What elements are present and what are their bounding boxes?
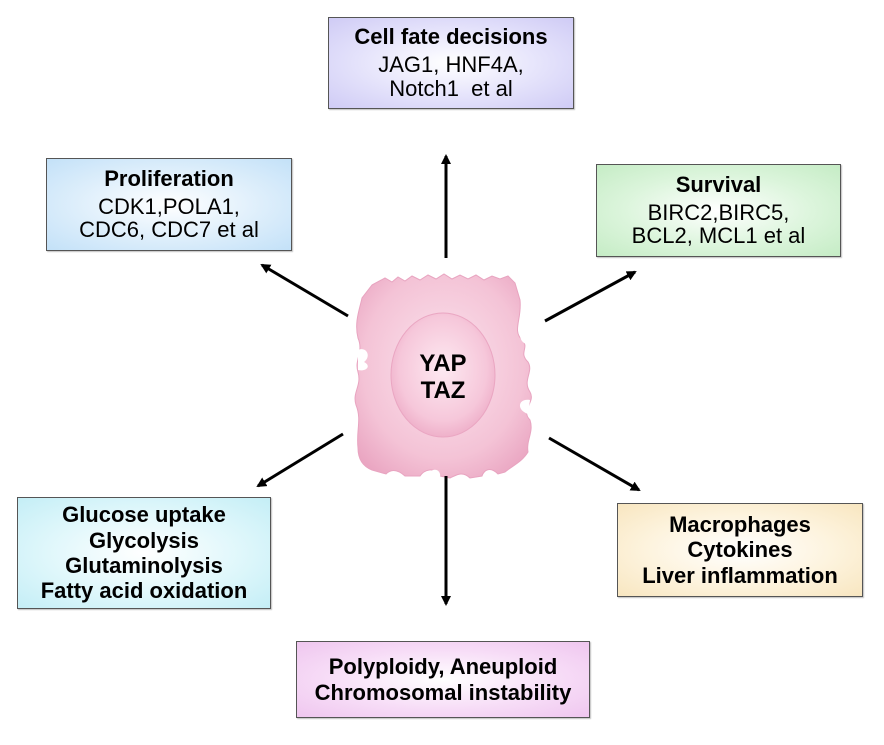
metabolism-line: Glucose uptake: [62, 502, 226, 528]
proliferation-genes-line: CDC6, CDC7 et al: [79, 217, 259, 243]
ploidy-line: Polyploidy, Aneuploid: [328, 654, 558, 680]
survival-genes: BIRC2,BIRC5, BCL2, MCL1 et al: [631, 199, 806, 249]
cell-notch: [358, 349, 368, 371]
cell-notch: [426, 469, 441, 478]
metabolism-box: Glucose uptake Glycolysis Glutaminolysis…: [17, 497, 271, 609]
ploidy-line: Chromosomal instability: [314, 679, 572, 705]
cell-fate-title: Cell fate decisions: [354, 24, 548, 50]
cell-fate-genes-line: JAG1, HNF4A,: [378, 52, 524, 78]
cell-notch: [519, 399, 530, 414]
proliferation-genes: CDK1,POLA1, CDC6, CDC7 et al: [79, 193, 259, 243]
survival-box: Survival BIRC2,BIRC5, BCL2, MCL1 et al: [596, 164, 841, 257]
inflammation-line: Macrophages: [669, 512, 811, 538]
yap-label: YAP: [419, 350, 467, 377]
metabolism-line: Glutaminolysis: [65, 553, 223, 578]
proliferation-genes-line: CDK1,POLA1,: [98, 193, 240, 219]
survival-genes-line: BIRC2,BIRC5,: [647, 199, 790, 225]
yap-taz-label: YAP TAZ: [399, 350, 487, 405]
survival-genes-line: BCL2, MCL1 et al: [631, 223, 806, 249]
arrow-to-proliferation: [260, 263, 349, 318]
arrow-to-inflammation: [548, 436, 641, 492]
arrow-to-metabolism: [256, 432, 344, 488]
cell-fate-genes: JAG1, HNF4A, Notch1 et al: [378, 53, 523, 101]
metabolism-line: Fatty acid oxidation: [40, 578, 248, 604]
inflammation-box: Macrophages Cytokines Liver inflammation: [617, 503, 863, 597]
metabolism-line: Glycolysis: [88, 527, 200, 553]
survival-title: Survival: [675, 171, 762, 197]
cell-notch: [520, 329, 530, 344]
cell-fate-genes-line: Notch1 et al: [389, 75, 513, 101]
nucleus: [390, 312, 496, 438]
proliferation-box: Proliferation CDK1,POLA1, CDC6, CDC7 et …: [46, 158, 292, 251]
inflammation-line: Cytokines: [687, 537, 793, 563]
cell-fate-box: Cell fate decisions JAG1, HNF4A, Notch1 …: [328, 17, 574, 109]
proliferation-title: Proliferation: [104, 165, 234, 191]
ploidy-box: Polyploidy, Aneuploid Chromosomal instab…: [296, 641, 590, 718]
inflammation-line: Liver inflammation: [642, 562, 838, 588]
taz-label: TAZ: [420, 376, 466, 404]
arrow-to-survival: [544, 270, 637, 323]
